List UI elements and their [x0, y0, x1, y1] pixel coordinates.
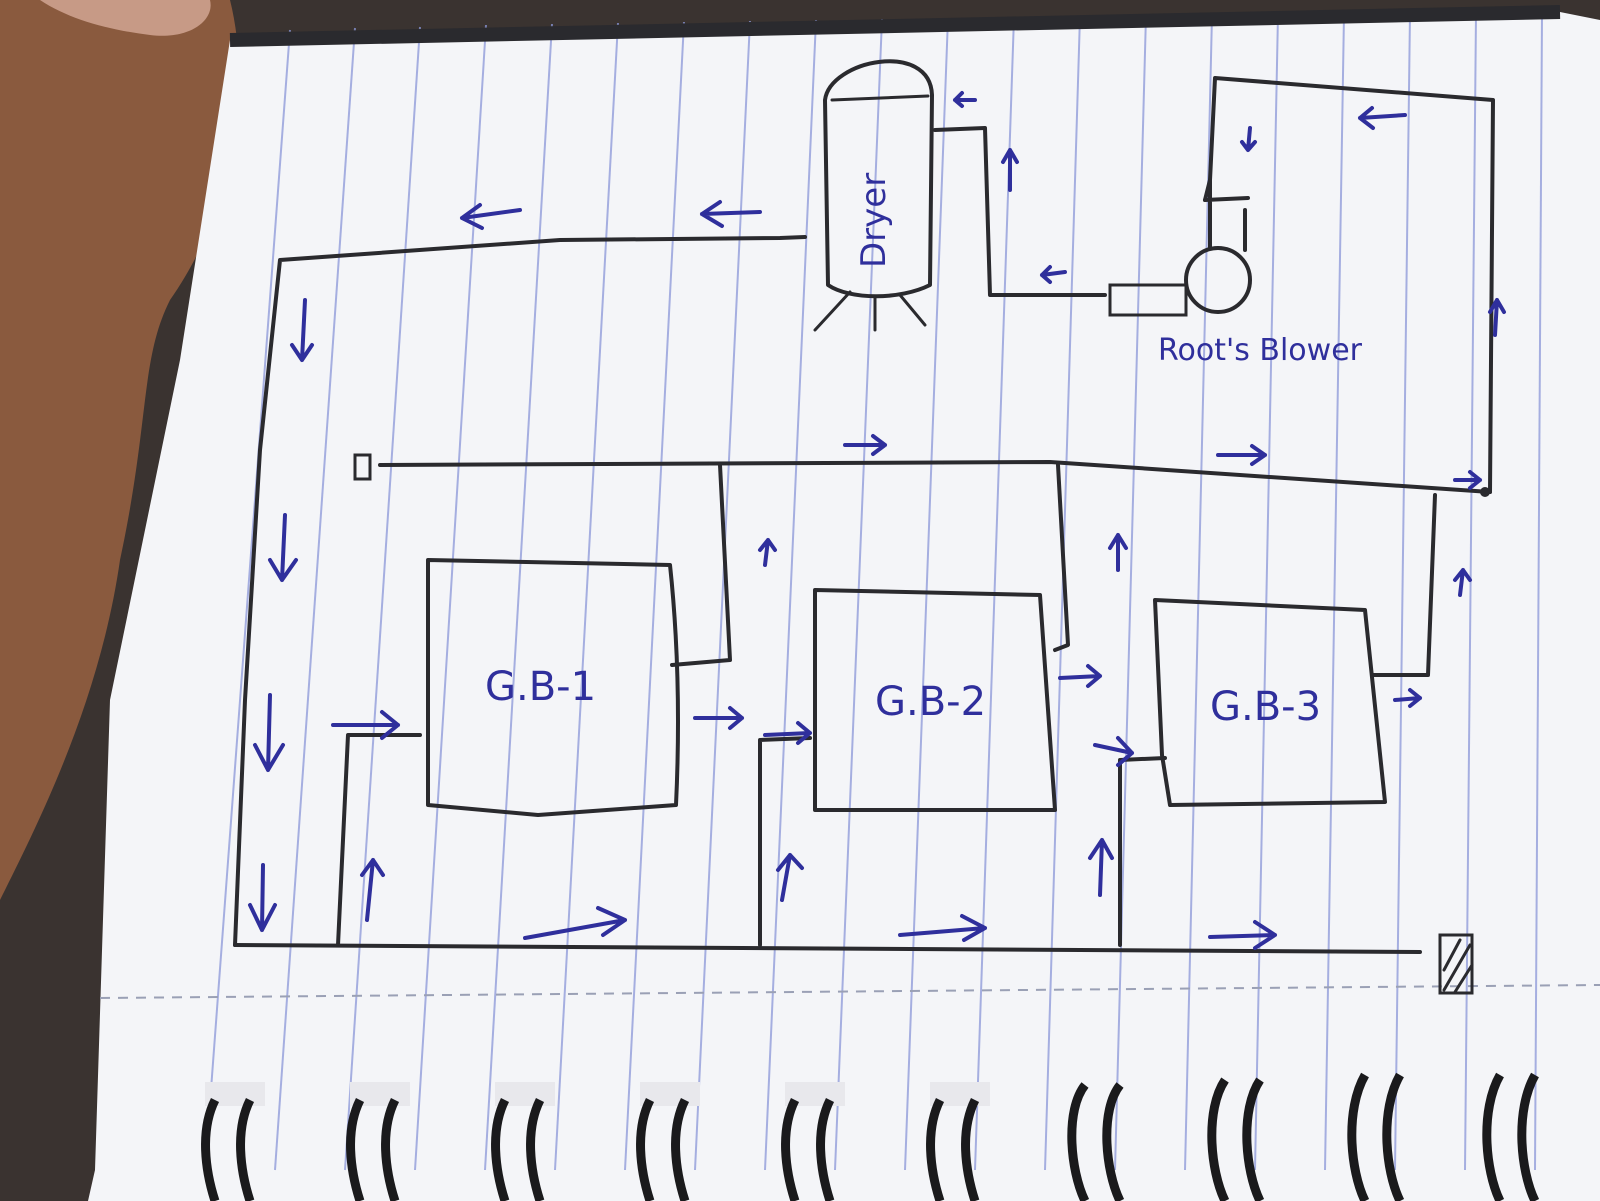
spiral-ring — [1347, 1072, 1405, 1201]
notebook-page — [88, 5, 1600, 1201]
arrow-up — [1488, 298, 1506, 337]
arrow-right — [1453, 470, 1482, 490]
arrow-down — [248, 863, 277, 932]
arrow-left — [1358, 106, 1407, 130]
roots-blower — [1108, 178, 1252, 317]
spiral-ring — [781, 1082, 845, 1201]
arrow-right — [898, 914, 987, 942]
pipe-upper-collector — [378, 460, 1492, 494]
arrow-right — [763, 721, 812, 745]
pipe-left-loop — [233, 235, 807, 947]
ruled-lines — [204, 12, 1543, 1171]
gb-1-label: G.B-1 — [485, 664, 596, 710]
spiral-ring — [1067, 1082, 1125, 1201]
piping — [233, 76, 1495, 995]
pipe-gb3-inlet — [1118, 756, 1167, 947]
perforation-line — [99, 984, 1600, 999]
gb-3-label: G.B-3 — [1210, 684, 1321, 730]
arrow-up — [758, 538, 777, 567]
arrow-right — [1216, 444, 1267, 466]
pipe-gb2-outlet — [1053, 463, 1070, 652]
dryer-vessel — [813, 59, 934, 332]
thumbnail — [40, 0, 211, 36]
arrow-right — [1093, 736, 1134, 767]
arrow-left — [1040, 265, 1067, 284]
arrow-right — [331, 710, 400, 740]
arrow-left — [700, 200, 762, 228]
arrow-down — [290, 298, 314, 362]
arrow-up — [1001, 148, 1019, 192]
pipe-gb2-inlet — [758, 736, 812, 947]
spiral-ring — [636, 1082, 700, 1201]
gb-2-label: G.B-2 — [875, 679, 986, 725]
spiral-ring — [201, 1082, 265, 1201]
arrow-left — [460, 203, 522, 230]
spiral-ring — [1207, 1077, 1265, 1201]
pipe-gb3-outlet — [1370, 493, 1437, 677]
arrow-right — [693, 706, 744, 730]
gb-3-box — [1153, 598, 1387, 807]
gb-1-box — [426, 558, 680, 817]
hatched-end-box — [1438, 933, 1474, 995]
arrow-up — [776, 853, 804, 902]
arrow-right — [1393, 688, 1422, 708]
arrow-up — [1453, 568, 1472, 597]
pipe-bottom-header — [233, 943, 1422, 954]
thumb — [0, 0, 240, 900]
arrow-down — [253, 693, 285, 772]
pipe-gb1-inlet — [336, 733, 422, 947]
arrow-right — [1058, 664, 1102, 688]
arrow-left — [953, 91, 977, 108]
spiral-ring — [1482, 1072, 1540, 1201]
end-cap — [353, 453, 372, 481]
arrow-up — [1108, 533, 1128, 572]
spiral-ring — [346, 1082, 410, 1201]
arrow-up — [1088, 838, 1114, 897]
junction — [1480, 487, 1490, 497]
spiral-ring — [491, 1082, 555, 1201]
flow-arrows — [248, 91, 1506, 950]
roots-blower-label: Root's Blower — [1158, 333, 1363, 368]
arrow-right — [523, 906, 627, 940]
arrow-down — [1240, 126, 1257, 152]
pipe-gb1-outlet — [670, 463, 732, 667]
arrow-right — [1208, 920, 1277, 950]
gb-2-box — [813, 588, 1057, 812]
pipe-dryer-blower — [933, 126, 1107, 297]
spiral-binding — [201, 1072, 1540, 1201]
dryer-label: Dryer — [854, 173, 894, 268]
arrow-up — [360, 858, 385, 922]
arrow-right — [843, 434, 887, 456]
arrow-down — [268, 513, 298, 582]
spiral-ring — [926, 1082, 990, 1201]
